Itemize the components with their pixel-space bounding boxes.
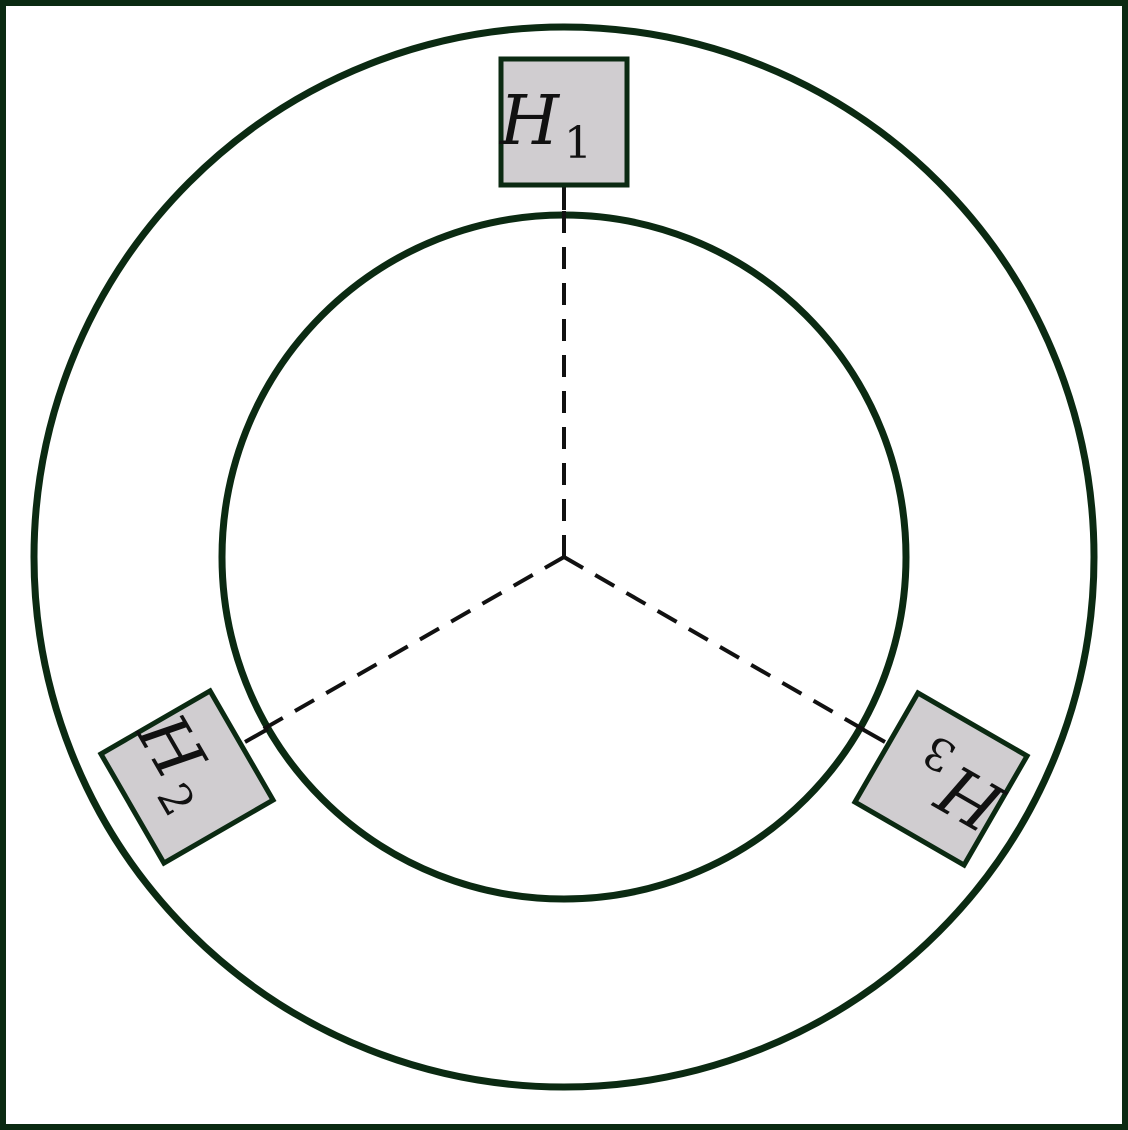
sensor-h1-subscript: 1 xyxy=(564,118,592,169)
radial-line-2 xyxy=(259,555,565,733)
radial-lines xyxy=(259,210,867,733)
sensor-h1: H 1 xyxy=(498,56,630,188)
stub-3 xyxy=(861,727,886,744)
sensor-h1-label: H xyxy=(498,82,561,161)
sensor-h2-box xyxy=(97,687,277,867)
sensor-h3-box xyxy=(851,689,1031,869)
sensor-stubs xyxy=(244,186,886,744)
sensor-h1-box xyxy=(498,56,630,188)
sensor-h3: H 3 xyxy=(851,689,1031,869)
sensor-h2: H 2 xyxy=(97,687,277,867)
stub-2 xyxy=(244,727,269,744)
outer-ring xyxy=(30,23,1098,1091)
radial-line-3 xyxy=(563,555,867,733)
